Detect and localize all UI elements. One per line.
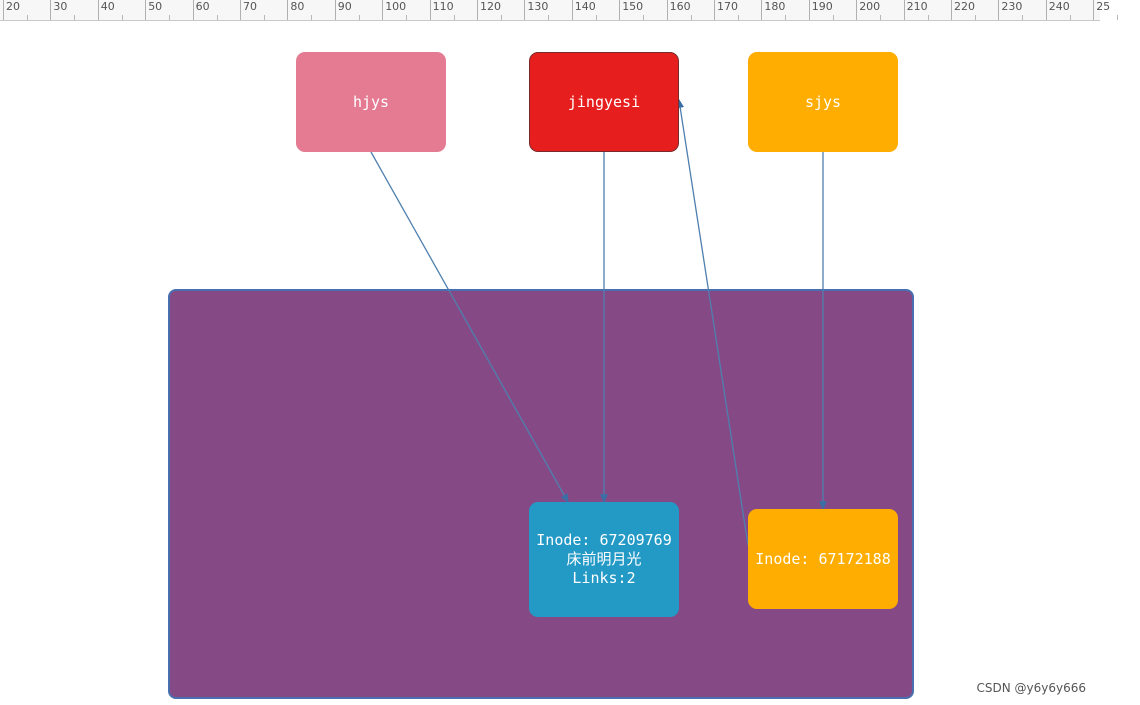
ruler-tick: 80 — [287, 0, 334, 20]
directory-container — [168, 289, 914, 699]
ruler-tick: 90 — [334, 0, 382, 20]
ruler-tick: 200 — [856, 0, 903, 20]
ruler-tick: 150 — [619, 0, 666, 20]
inode1-content: 床前明月光 — [566, 550, 642, 568]
inode2-number: Inode: 67172188 — [755, 549, 891, 568]
node-inode-67209769[interactable]: Inode: 67209769 床前明月光 Links:2 — [529, 502, 679, 617]
ruler-tick: 170 — [714, 0, 761, 20]
ruler-tick: 60 — [192, 0, 240, 20]
ruler-tick: 100 — [382, 0, 429, 20]
ruler-tick: 160 — [666, 0, 714, 20]
node-jingyesi[interactable]: jingyesi — [529, 52, 679, 152]
node-sjys[interactable]: sjys — [748, 52, 898, 152]
ruler-tick: 180 — [761, 0, 808, 20]
ruler-tick: 50 — [145, 0, 192, 20]
connection-lines — [370, 98, 827, 546]
ruler-tick: 110 — [429, 0, 477, 20]
ruler-tick: 210 — [903, 0, 951, 20]
node-inode-67172188[interactable]: Inode: 67172188 — [748, 509, 898, 609]
ruler-tick: 30 — [50, 0, 97, 20]
ruler-tick: 230 — [998, 0, 1045, 20]
ruler-tick: 25 — [1093, 0, 1140, 20]
inode1-links: Links:2 — [572, 569, 636, 587]
ruler-tick: 240 — [1045, 0, 1093, 20]
node-hjys[interactable]: hjys — [296, 52, 446, 152]
ruler-tick: 120 — [477, 0, 524, 20]
ruler-tick: 140 — [571, 0, 619, 20]
ruler-tick: 40 — [97, 0, 145, 20]
edge-inode2-to-jingyesi — [676, 98, 749, 546]
node-sjys-label: sjys — [804, 92, 842, 111]
node-hjys-label: hjys — [352, 92, 390, 111]
inode1-number: Inode: 67209769 — [536, 531, 672, 549]
edge-hjys-to-inode1 — [370, 151, 569, 504]
node-jingyesi-label: jingyesi — [567, 92, 641, 111]
ruler-tick: 220 — [951, 0, 998, 20]
ruler-tick: 190 — [808, 0, 856, 20]
ruler-tick: 70 — [240, 0, 287, 20]
ruler-tick: 130 — [524, 0, 571, 20]
watermark: CSDN @y6y6y666 — [976, 681, 1086, 695]
ruler-tick: 20 — [3, 0, 50, 20]
